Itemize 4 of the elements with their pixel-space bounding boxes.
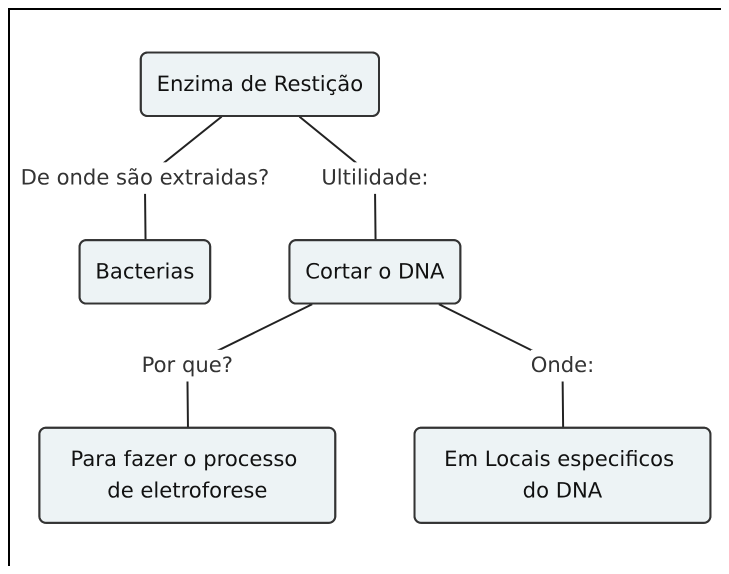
edge-label: Por que? [142, 352, 234, 378]
edge-label: Onde: [530, 352, 594, 378]
edge-label: De onde são extraidas? [20, 165, 270, 190]
edge-label: Ultilidade: [321, 165, 428, 190]
